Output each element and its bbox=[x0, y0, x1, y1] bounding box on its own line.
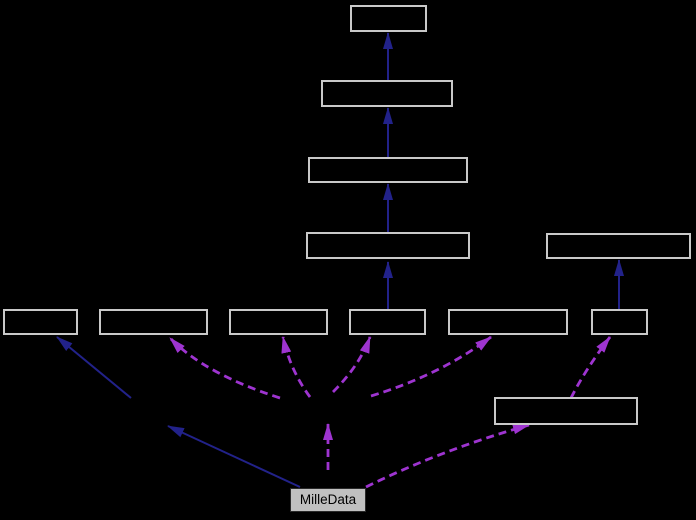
usage-to-e bbox=[370, 335, 492, 398]
class-node-row6[interactable] bbox=[494, 397, 638, 425]
usage-to-d bbox=[332, 336, 372, 393]
usage-milledata-to-row6 bbox=[365, 423, 530, 489]
edge-layer bbox=[56, 32, 624, 489]
class-node-mid-3[interactable] bbox=[308, 157, 468, 183]
class-node-row5-d[interactable] bbox=[349, 309, 426, 335]
class-node-top[interactable] bbox=[350, 5, 427, 32]
usage-to-c bbox=[281, 336, 312, 398]
class-node-right-4[interactable] bbox=[546, 233, 691, 259]
milledata-node: MilleData bbox=[290, 488, 366, 512]
class-node-mid-4[interactable] bbox=[306, 232, 470, 259]
node-layer bbox=[3, 5, 691, 425]
class-node-row5-e[interactable] bbox=[448, 309, 568, 335]
class-node-row5-c[interactable] bbox=[229, 309, 328, 335]
class-node-row5-f[interactable] bbox=[591, 309, 648, 335]
usage-row6-to-f bbox=[569, 336, 612, 399]
class-node-row5-b[interactable] bbox=[99, 309, 208, 335]
class-node-mid-2[interactable] bbox=[321, 80, 453, 107]
usage-to-b bbox=[168, 337, 281, 400]
inherit-milledata-lower bbox=[167, 425, 301, 488]
inherit-milledata-to-a bbox=[56, 336, 132, 399]
class-node-row5-a[interactable] bbox=[3, 309, 78, 335]
